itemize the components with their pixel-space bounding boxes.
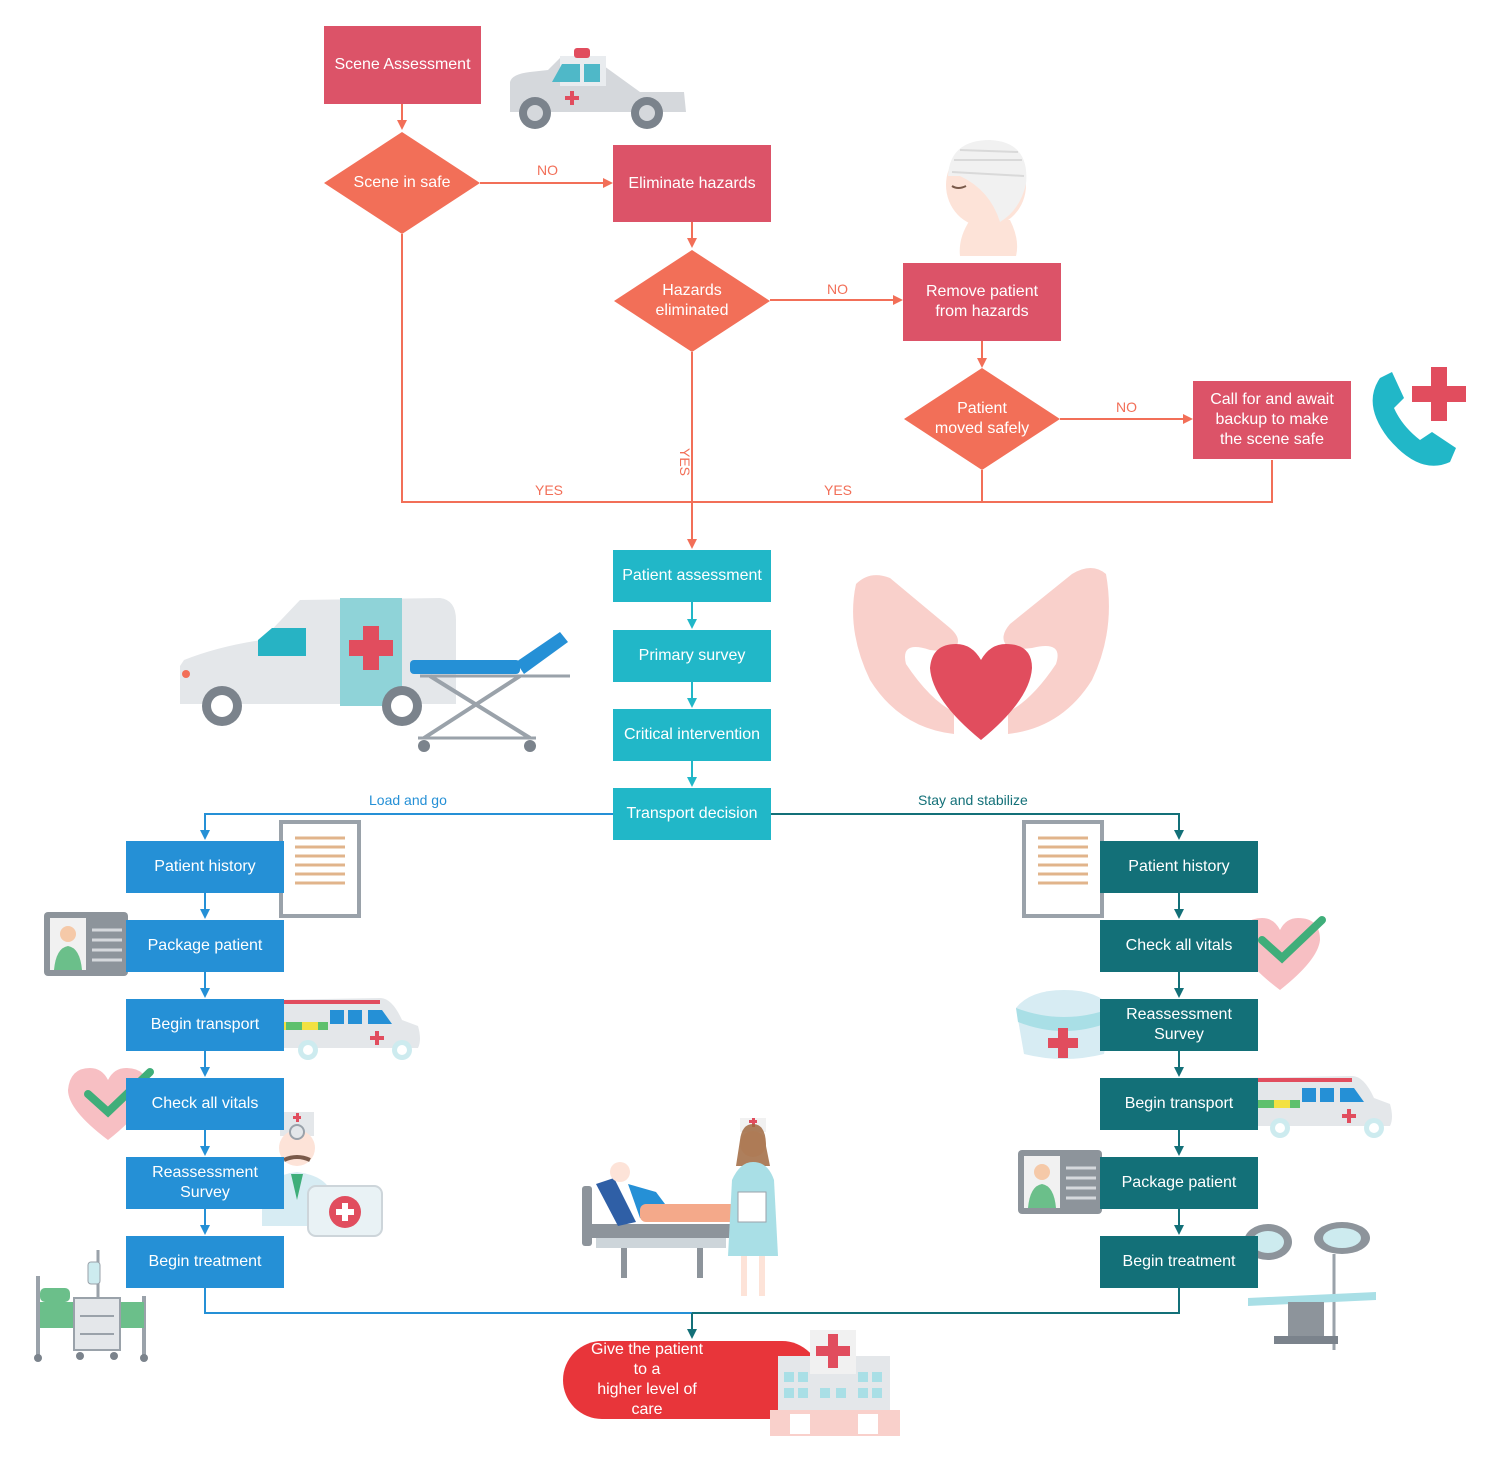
node-label: Package patient <box>147 937 263 954</box>
hands-heart-icon <box>853 568 1109 740</box>
node-scene-assessment: Scene Assessment <box>324 26 481 104</box>
node-label: Call for and await backup to make the sc… <box>1210 391 1334 448</box>
diamond-patient-moved <box>904 368 1060 470</box>
edge-label-load-and-go: Load and go <box>369 792 447 808</box>
edge-label-no: NO <box>827 281 848 297</box>
node-label: Scene Assessment <box>334 56 471 73</box>
edge-transport-load-and-go <box>200 813 613 840</box>
node-label: Reassessment Survey <box>152 1164 258 1201</box>
node-right-begin-transport: Begin transport <box>1100 1078 1258 1130</box>
diamond-hazards-eliminated <box>614 250 770 352</box>
node-remove-patient: Remove patient from hazards <box>903 263 1061 341</box>
node-label: Hazards eliminated <box>655 282 729 319</box>
node-patient-moved: Patient moved safely <box>904 368 1060 470</box>
node-left-begin-transport: Begin transport <box>126 999 284 1051</box>
right-connectors <box>687 813 1184 1339</box>
document-icon <box>1022 820 1104 918</box>
node-eliminate-hazards: Eliminate hazards <box>613 145 771 222</box>
edge-label-yes: YES <box>824 482 853 498</box>
node-left-package-patient: Package patient <box>126 920 284 972</box>
edge-label-no: NO <box>1116 399 1137 415</box>
node-left-reassessment: Reassessment Survey <box>126 1157 284 1209</box>
node-call-backup: Call for and await backup to make the sc… <box>1193 381 1351 459</box>
node-label: Reassessment Survey <box>1126 1006 1232 1043</box>
node-label: Check all vitals <box>1125 937 1233 954</box>
left-connectors <box>200 813 692 1314</box>
node-right-patient-history: Patient history <box>1100 841 1258 893</box>
decision-diamonds <box>324 132 1060 470</box>
node-right-check-vitals: Check all vitals <box>1100 920 1258 972</box>
node-left-patient-history: Patient history <box>126 841 284 893</box>
edge-safe-yes-loop <box>401 234 1273 503</box>
edge-label-no: NO <box>537 162 558 178</box>
node-label: Patient history <box>1128 858 1230 875</box>
node-label: Patient history <box>154 858 256 875</box>
edge-transport-stay-and-stabilize <box>771 813 1184 840</box>
node-label: Begin treatment <box>148 1253 262 1270</box>
node-label: Patient moved safely <box>934 400 1030 437</box>
id-card-icon <box>1018 1150 1102 1214</box>
id-card-icon <box>44 912 128 976</box>
top-connectors <box>397 104 1273 549</box>
node-left-begin-treatment: Begin treatment <box>126 1236 284 1288</box>
ambulance-pickup-icon <box>510 48 686 129</box>
doctor-icon <box>262 1112 383 1237</box>
node-label: Transport decision <box>626 805 758 822</box>
node-right-begin-treatment: Begin treatment <box>1100 1236 1258 1288</box>
node-label: Package patient <box>1121 1174 1237 1191</box>
node-primary-survey: Primary survey <box>613 630 771 682</box>
node-left-check-vitals: Check all vitals <box>126 1078 284 1130</box>
ambulance-stretcher-icon <box>180 598 570 752</box>
node-label: Eliminate hazards <box>628 174 756 192</box>
node-right-reassessment: Reassessment Survey <box>1100 999 1258 1051</box>
node-label: Give the patient to a higher level of ca… <box>590 1341 704 1418</box>
node-critical-intervention: Critical intervention <box>613 709 771 761</box>
node-label: Primary survey <box>638 647 746 664</box>
node-scene-safe: Scene in safe <box>324 132 480 234</box>
edge-label-stay-and-stabilize: Stay and stabilize <box>918 792 1028 808</box>
node-label: Patient assessment <box>622 567 762 584</box>
patient-nurse-icon <box>582 1118 778 1296</box>
node-label: Critical intervention <box>623 726 761 743</box>
edge-right-to-final <box>692 1288 1180 1314</box>
nurse-cap-icon <box>1016 990 1112 1059</box>
heart-check-icon <box>1240 916 1326 990</box>
node-patient-assessment: Patient assessment <box>613 550 771 602</box>
hospital-building-icon <box>770 1330 900 1436</box>
node-label: Scene in safe <box>353 174 451 191</box>
bandaged-head-icon <box>946 140 1027 256</box>
node-label: Begin transport <box>1124 1095 1234 1112</box>
ambulance-van-icon <box>1240 1076 1392 1138</box>
node-hazards-eliminated: Hazards eliminated <box>614 250 770 352</box>
node-transport-decision: Transport decision <box>613 788 771 840</box>
node-right-package-patient: Package patient <box>1100 1157 1258 1209</box>
edge-left-to-final <box>204 1288 692 1314</box>
node-label: Remove patient from hazards <box>925 283 1039 320</box>
hospital-bed-icon <box>34 1250 148 1362</box>
node-label: Begin transport <box>150 1016 260 1033</box>
ambulance-van-icon <box>268 998 420 1060</box>
node-label: Begin treatment <box>1122 1253 1236 1270</box>
phone-plus-icon <box>1372 367 1466 466</box>
node-label: Check all vitals <box>151 1095 259 1112</box>
diamond-scene-safe <box>324 132 480 234</box>
edge-label-yes: YES <box>535 482 564 498</box>
